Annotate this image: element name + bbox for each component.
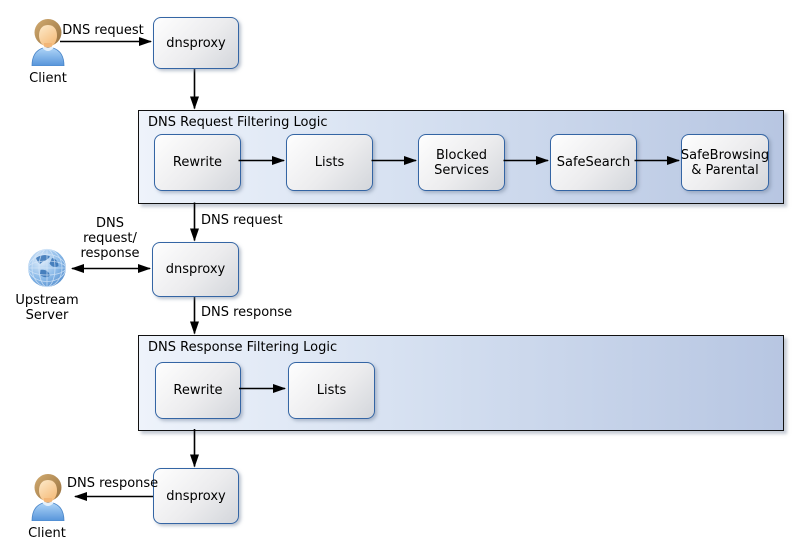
upstream-server-icon [27, 248, 67, 288]
client-top-icon [31, 19, 65, 66]
request-filtering-title: DNS Request Filtering Logic [148, 115, 328, 130]
response-filtering-title: DNS Response Filtering Logic [148, 340, 338, 355]
dnsproxy-bottom-node: dnsproxy [153, 468, 239, 524]
step-lists-response: Lists [288, 362, 375, 419]
step-safesearch: SafeSearch [550, 134, 637, 191]
step-safebrowsing-parental: SafeBrowsing & Parental [681, 134, 769, 191]
edge-label-client-request: DNS request [62, 23, 144, 38]
step-rewrite-request: Rewrite [154, 134, 241, 191]
client-top-label: Client [29, 71, 67, 86]
step-blocked-services: Blocked Services [418, 134, 505, 191]
client-bottom-icon [31, 474, 65, 521]
dnsproxy-mid-node: dnsproxy [152, 242, 239, 297]
upstream-server-label: Upstream Server [15, 293, 79, 323]
edge-label-proxy-response: DNS response [201, 305, 293, 320]
edge-label-upstream-exchange: DNS request/ response [80, 216, 140, 261]
request-filtering-container: DNS Request Filtering Logic Rewrite List… [138, 110, 784, 204]
edge-label-filtered-request: DNS request [201, 213, 283, 228]
client-bottom-label: Client [28, 526, 66, 541]
step-lists-request: Lists [286, 134, 373, 191]
response-filtering-container: DNS Response Filtering Logic Rewrite Lis… [138, 335, 784, 431]
step-rewrite-response: Rewrite [155, 362, 241, 419]
edge-label-client-response: DNS response [67, 476, 159, 491]
dnsproxy-top-node: dnsproxy [153, 17, 239, 69]
